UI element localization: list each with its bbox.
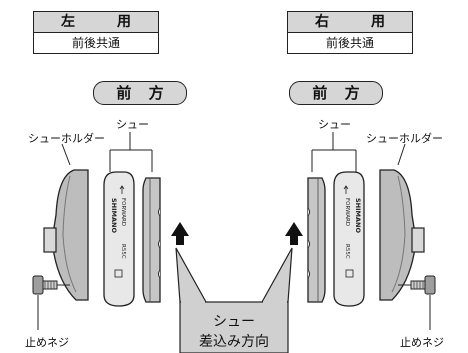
shoe-bracket-left — [109, 132, 153, 172]
right-use-subtitle: 前後共通 — [325, 36, 374, 50]
fixing-screw-left — [32, 275, 70, 295]
holder-label-left: シューホルダー — [28, 132, 105, 145]
holder-leader-left — [61, 143, 71, 166]
shoe-model-right: R55C — [344, 244, 350, 259]
callout-line-2: 差込み方向 — [199, 334, 269, 350]
shoe-brand-right: SHIMANO — [354, 198, 362, 233]
left-use-subtitle: 前後共通 — [71, 36, 120, 50]
screw-label-right: 止めネジ — [400, 336, 444, 349]
shoe-holder-left — [43, 169, 89, 301]
shoe-direction-right: FORWARD — [344, 198, 350, 226]
shoe-bracket-right — [311, 132, 357, 172]
shoe-direction-left: FORWARD — [120, 198, 126, 226]
insert-arrow-left — [171, 222, 189, 245]
shoe-model-left: R55C — [120, 244, 126, 259]
brake-shoe-edge-right — [307, 177, 326, 303]
holder-leader-right — [397, 143, 406, 166]
holder-label-right: シューホルダー — [366, 132, 443, 145]
shoe-label-right: シュー — [318, 118, 351, 131]
fixing-screw-right — [398, 275, 436, 295]
shoe-label-left: シュー — [116, 118, 149, 131]
brake-shoe-right: SHIMANO FORWARD R55C — [333, 171, 365, 307]
screw-label-left: 止めネジ — [25, 336, 69, 349]
callout-line-1: シュー — [213, 314, 255, 330]
front-label-right: 前 方 — [289, 81, 383, 105]
front-label-left: 前 方 — [93, 81, 187, 105]
insert-arrow-right — [285, 222, 303, 245]
brake-shoe-edge-left — [142, 177, 161, 303]
right-use-title: 右 用 — [288, 12, 412, 33]
left-use-header: 左 用 前後共通 — [33, 11, 159, 54]
left-use-title: 左 用 — [34, 12, 158, 33]
insert-direction-callout — [175, 247, 293, 353]
shoe-holder-right — [379, 169, 425, 301]
right-use-header: 右 用 前後共通 — [287, 11, 413, 54]
brake-shoe-left: SHIMANO FORWARD R55C — [103, 171, 135, 307]
shoe-brand-left: SHIMANO — [110, 198, 118, 233]
